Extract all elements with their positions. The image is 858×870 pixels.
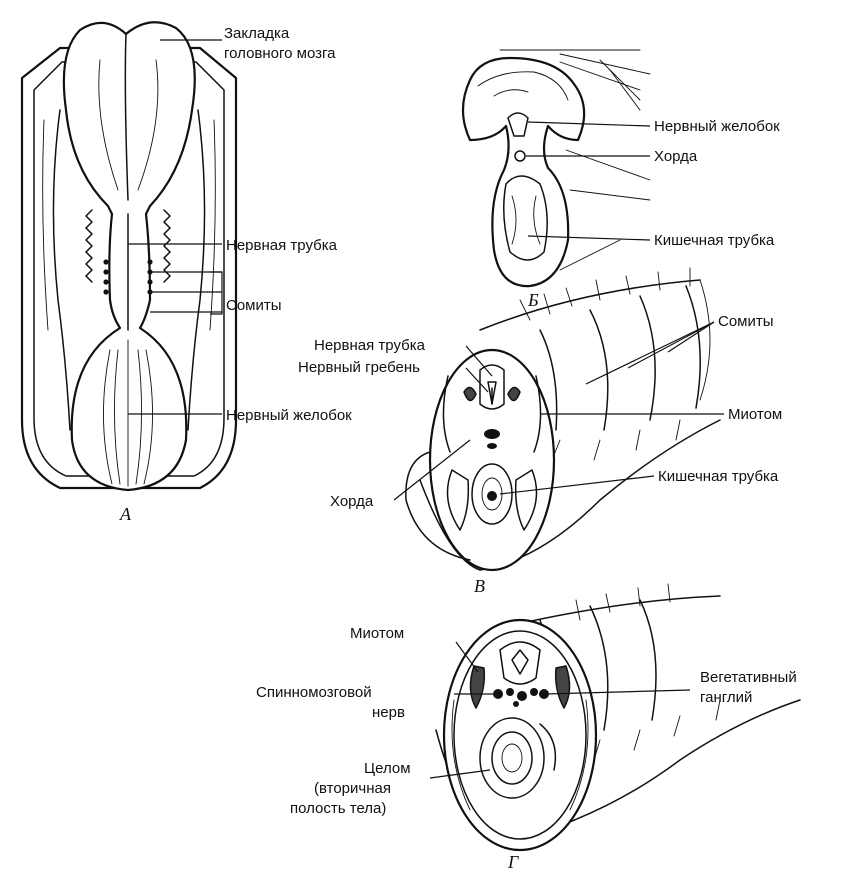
- label-b-gut-tube: Кишечная трубка: [654, 232, 775, 249]
- label-v-somites: Сомиты: [718, 313, 774, 330]
- panel-v-drawing: [405, 267, 721, 572]
- label-v-chord: Хорда: [330, 493, 374, 510]
- panel-a-drawing: [20, 21, 238, 492]
- panel-b-drawing: [461, 49, 651, 288]
- panel-g-drawing: [435, 583, 801, 852]
- label-b-neural-groove: Нервный желобок: [654, 118, 780, 135]
- label-b-chord: Хорда: [654, 148, 698, 165]
- label-g-vegetative-ganglion-line2: ганглий: [700, 689, 752, 706]
- panel-letter-v: В: [474, 576, 485, 596]
- labels: Закладка головного мозга Нервная трубка …: [119, 25, 797, 870]
- label-v-gut-tube: Кишечная трубка: [658, 468, 779, 485]
- label-g-spinal-nerve-line2: нерв: [372, 704, 405, 721]
- label-v-myotome: Миотом: [728, 406, 782, 423]
- leader-lines: [128, 39, 724, 779]
- label-g-coelom-line3: полость тела): [290, 800, 386, 817]
- label-a-brain-line2: головного мозга: [224, 45, 336, 62]
- label-v-neural-tube: Нервная трубка: [314, 337, 426, 354]
- label-g-coelom-line1: Целом: [364, 760, 411, 777]
- label-a-neural-groove: Нервный желобок: [226, 407, 352, 424]
- label-g-vegetative-ganglion-line1: Вегетативный: [700, 669, 797, 686]
- label-a-neural-tube: Нервная трубка: [226, 237, 338, 254]
- label-g-spinal-nerve-line1: Спинномозговой: [256, 684, 372, 701]
- label-g-myotome: Миотом: [350, 625, 404, 642]
- panel-letter-b: Б: [527, 290, 539, 310]
- label-a-somites: Сомиты: [226, 297, 282, 314]
- panel-letter-a: А: [119, 504, 132, 524]
- label-a-brain-line1: Закладка: [224, 25, 290, 42]
- label-g-coelom-line2: (вторичная: [314, 780, 391, 797]
- panel-letter-g: Г: [507, 852, 519, 870]
- label-v-neural-crest: Нервный гребень: [298, 359, 420, 376]
